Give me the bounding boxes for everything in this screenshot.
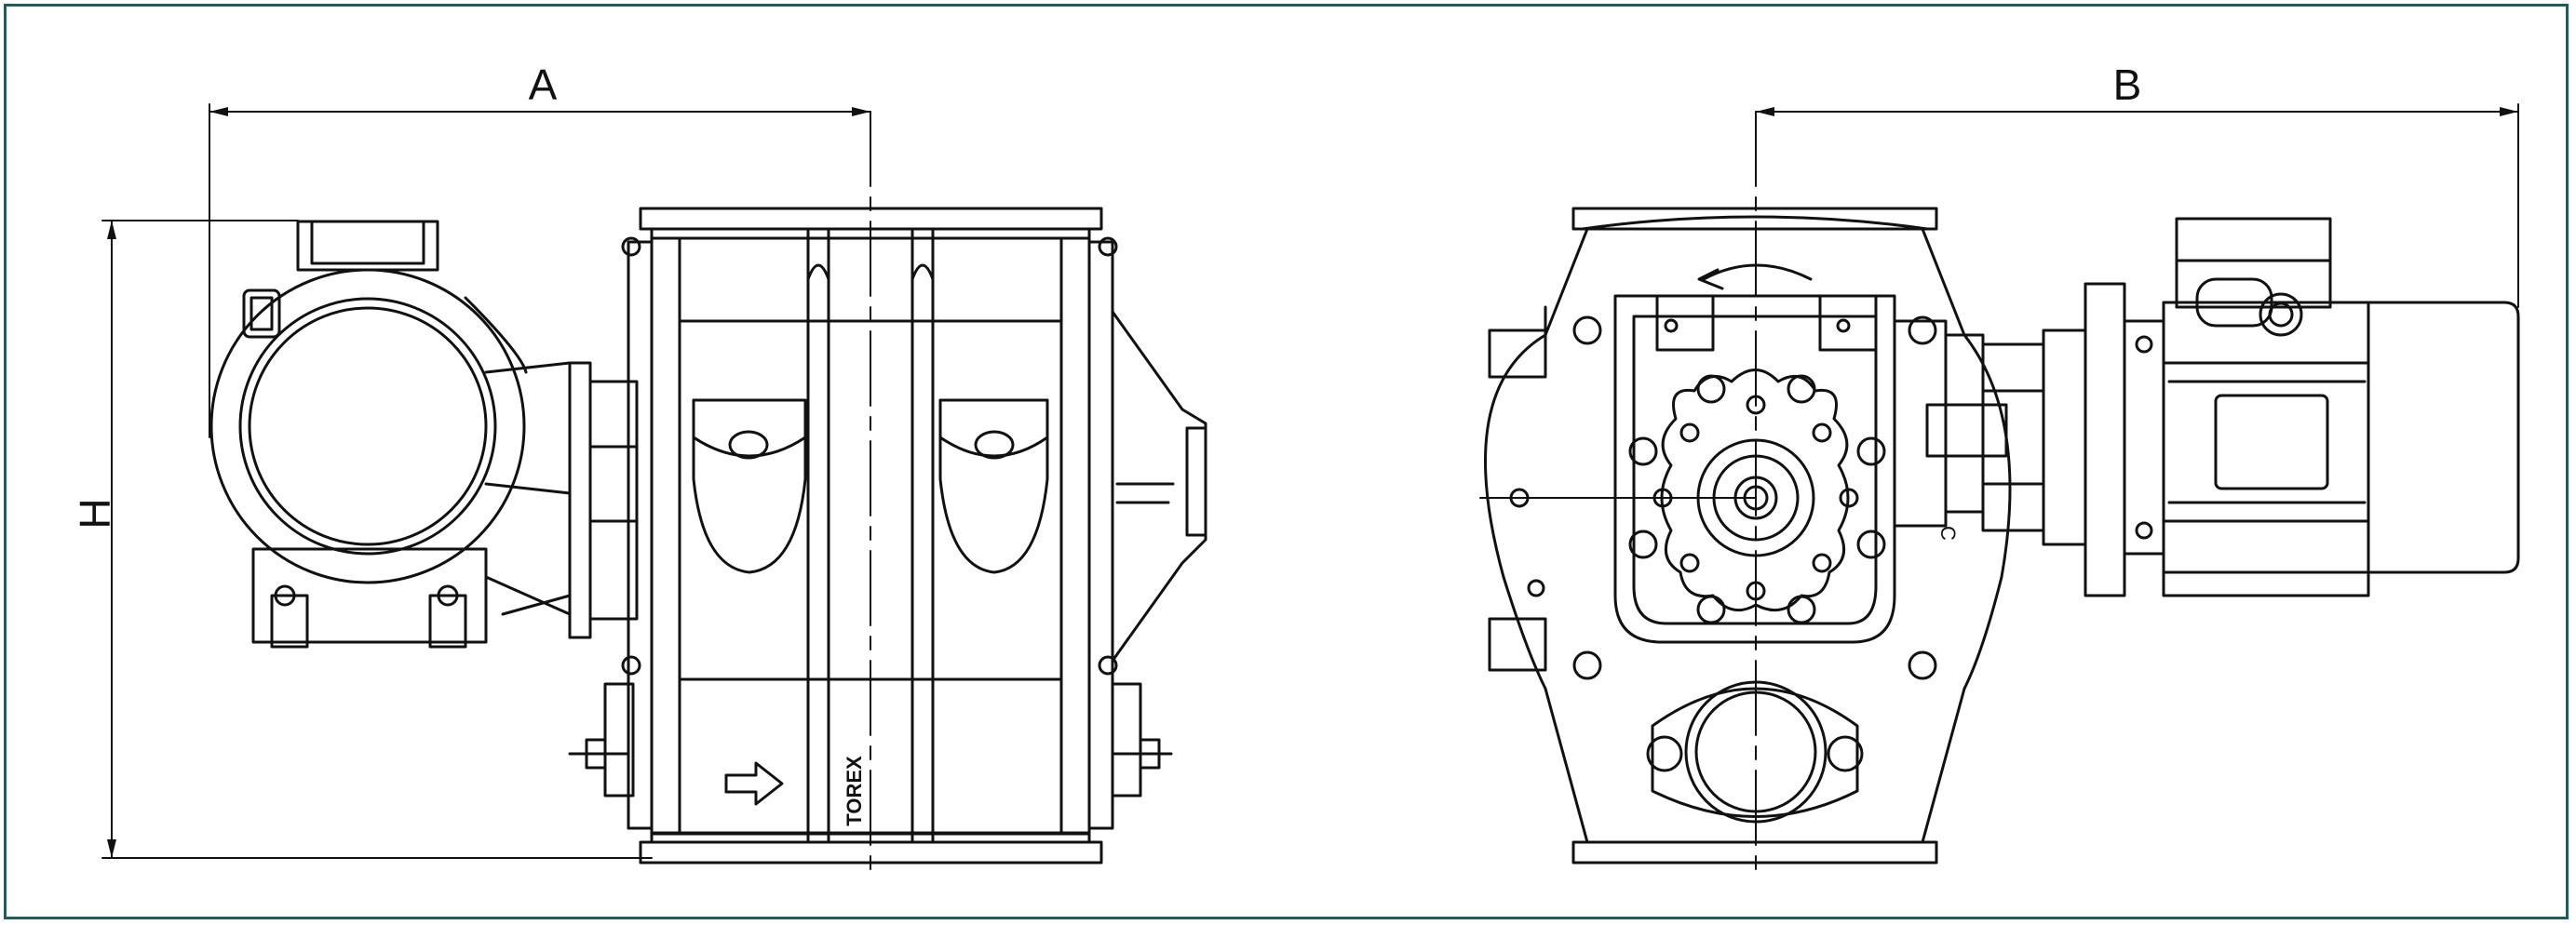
dimension-b: B: [1755, 60, 2519, 308]
right-front-view: C: [1479, 207, 2520, 865]
dimension-b-label: B: [2113, 60, 2142, 109]
left-side-view: TOREX: [209, 207, 1207, 865]
dimension-c-label: C: [1936, 526, 1960, 541]
dimension-h: H: [71, 220, 653, 859]
drawing-frame: [4, 4, 2569, 919]
dimension-a-label: A: [529, 60, 558, 109]
dimension-a: A: [209, 60, 871, 438]
dimension-h-label: H: [71, 498, 119, 529]
brand-label: TOREX: [843, 756, 866, 826]
